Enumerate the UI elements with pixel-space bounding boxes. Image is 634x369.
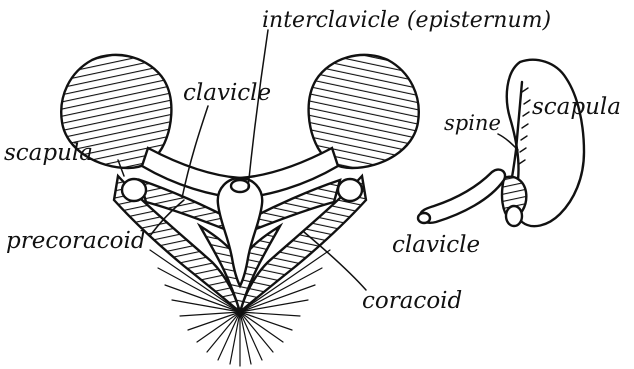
label-scapula-right: scapula (532, 94, 621, 120)
right-glenoid-knob (338, 179, 362, 201)
label-precoracoid: precoracoid (6, 228, 146, 254)
label-scapula-left: scapula (4, 140, 93, 166)
lateral-clavicle (420, 170, 505, 223)
interclavicle-head (231, 180, 249, 192)
label-clavicle-left: clavicle (183, 80, 271, 106)
label-spine: spine (444, 111, 501, 135)
lateral-clavicle-end (418, 213, 430, 223)
label-coracoid: coracoid (362, 288, 462, 314)
label-interclavicle: interclavicle (episternum) (262, 8, 551, 33)
leader-interclavicle (248, 30, 268, 188)
left-glenoid-knob (122, 179, 146, 201)
label-clavicle-right: clavicle (392, 232, 480, 258)
lateral-glenoid (506, 206, 522, 226)
